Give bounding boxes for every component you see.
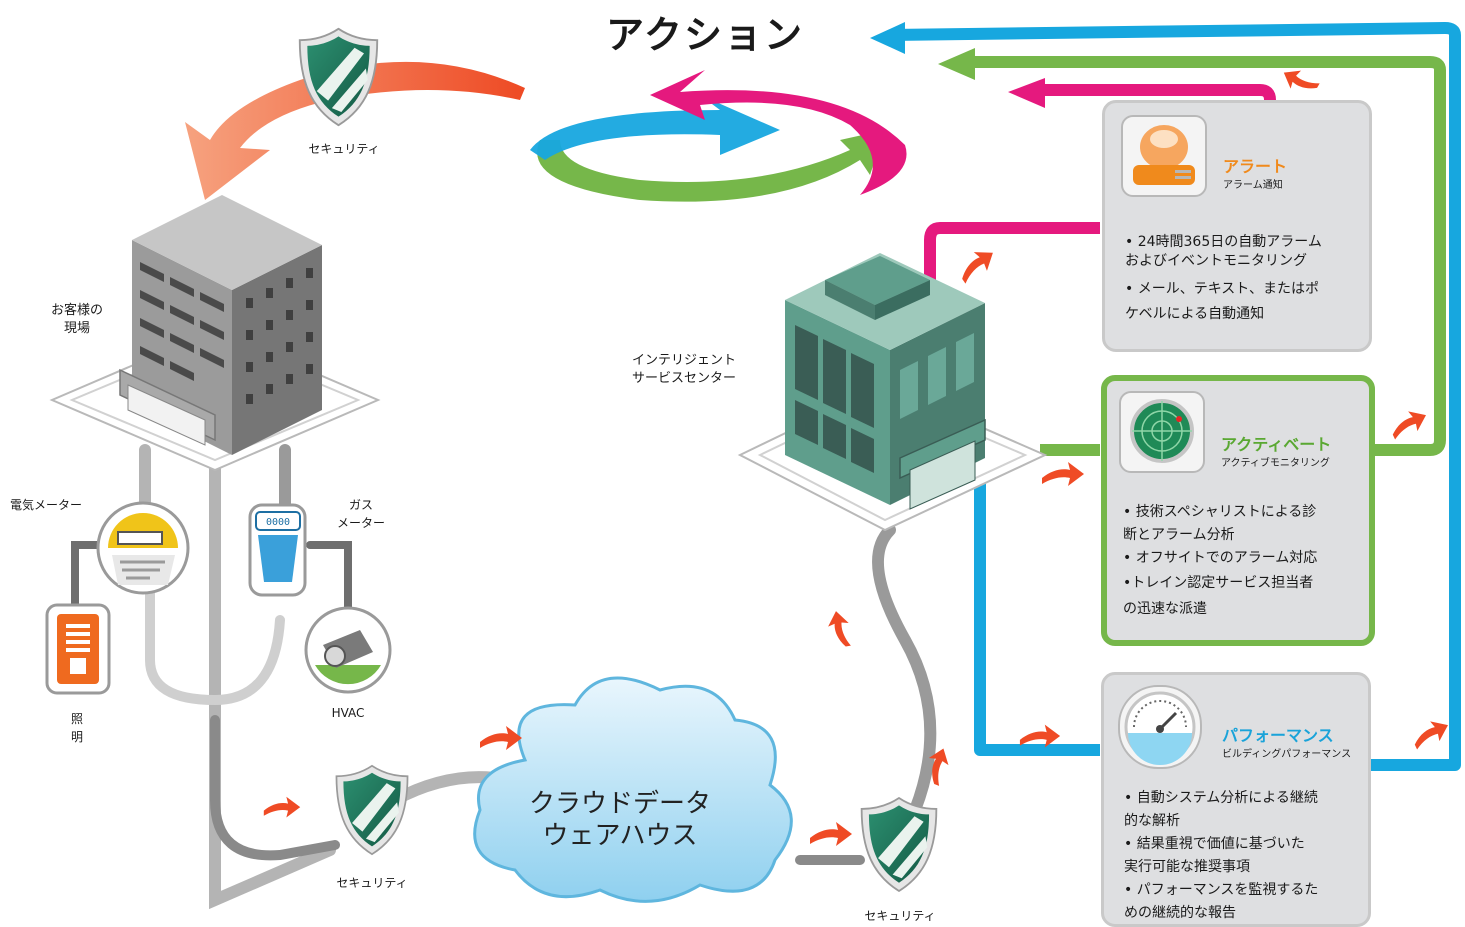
alarm-beacon-icon: [1121, 115, 1207, 197]
activate-bullets: • 技術スペシャリストによる診 断とアラーム分析 • オフサイトでのアラーム対応…: [1123, 501, 1355, 622]
gas-meter-readout: 0000: [265, 517, 291, 528]
cloud-warehouse-label: クラウドデータ ウェアハウス: [528, 789, 711, 851]
alert-bullet: • 24時間365日の自動アラーム およびイベントモニタリング: [1125, 234, 1322, 269]
activate-bullet: • オフサイトでのアラーム対応: [1123, 550, 1318, 566]
service-center-label: インテリジェント サービスセンター: [632, 353, 737, 386]
electric-meter-label: 電気メーター: [10, 498, 83, 512]
performance-bullets: • 自動システム分析による継続 的な解析 • 結果重視で価値に基づいた 実行可能…: [1124, 787, 1354, 925]
alert-panel: アラート アラーム通知 • 24時間365日の自動アラーム およびイベントモニタ…: [1102, 100, 1372, 352]
alert-bullets: • 24時間365日の自動アラーム およびイベントモニタリング • メール、テキ…: [1125, 233, 1355, 327]
performance-bullet: • 自動システム分析による継続 的な解析: [1124, 790, 1318, 829]
performance-panel: パフォーマンス ビルディングパフォーマンス • 自動システム分析による継続 的な…: [1101, 672, 1371, 927]
action-title: アクション: [605, 13, 805, 57]
activate-bullet: •トレイン認定サービス担当者 の迅速な派遣: [1123, 575, 1314, 617]
alert-title: アラート: [1223, 157, 1288, 176]
alert-bullet: • メール、テキスト、またはポ ケベルによる自動通知: [1125, 281, 1320, 322]
radar-icon: [1119, 391, 1205, 473]
gauge-icon: [1118, 685, 1202, 769]
performance-subtitle: ビルディングパフォーマンス: [1222, 749, 1352, 760]
activate-title: アクティベート: [1221, 435, 1332, 454]
gas-meter-label: ガス メーター: [336, 498, 385, 530]
activate-subtitle: アクティブモニタリング: [1221, 458, 1330, 469]
activate-bullet: • 技術スペシャリストによる診 断とアラーム分析: [1123, 504, 1317, 543]
performance-bullet: • パフォーマンスを監視するた めの継続的な報告: [1124, 882, 1319, 921]
customer-site-label: お客様の 現場: [50, 303, 103, 336]
security-label-top: セキュリティ: [308, 142, 380, 156]
hvac-label: HVAC: [331, 706, 365, 720]
security-label-bottom-right: セキュリティ: [864, 909, 936, 923]
performance-title: パフォーマンス: [1222, 726, 1334, 745]
activate-panel: アクティベート アクティブモニタリング • 技術スペシャリストによる診 断とアラ…: [1101, 375, 1375, 646]
alert-subtitle: アラーム通知: [1223, 180, 1283, 191]
lighting-label: 照 明: [70, 712, 83, 744]
security-label-bottom-left: セキュリティ: [336, 876, 408, 890]
performance-bullet: • 結果重視で価値に基づいた 実行可能な推奨事項: [1124, 836, 1305, 875]
